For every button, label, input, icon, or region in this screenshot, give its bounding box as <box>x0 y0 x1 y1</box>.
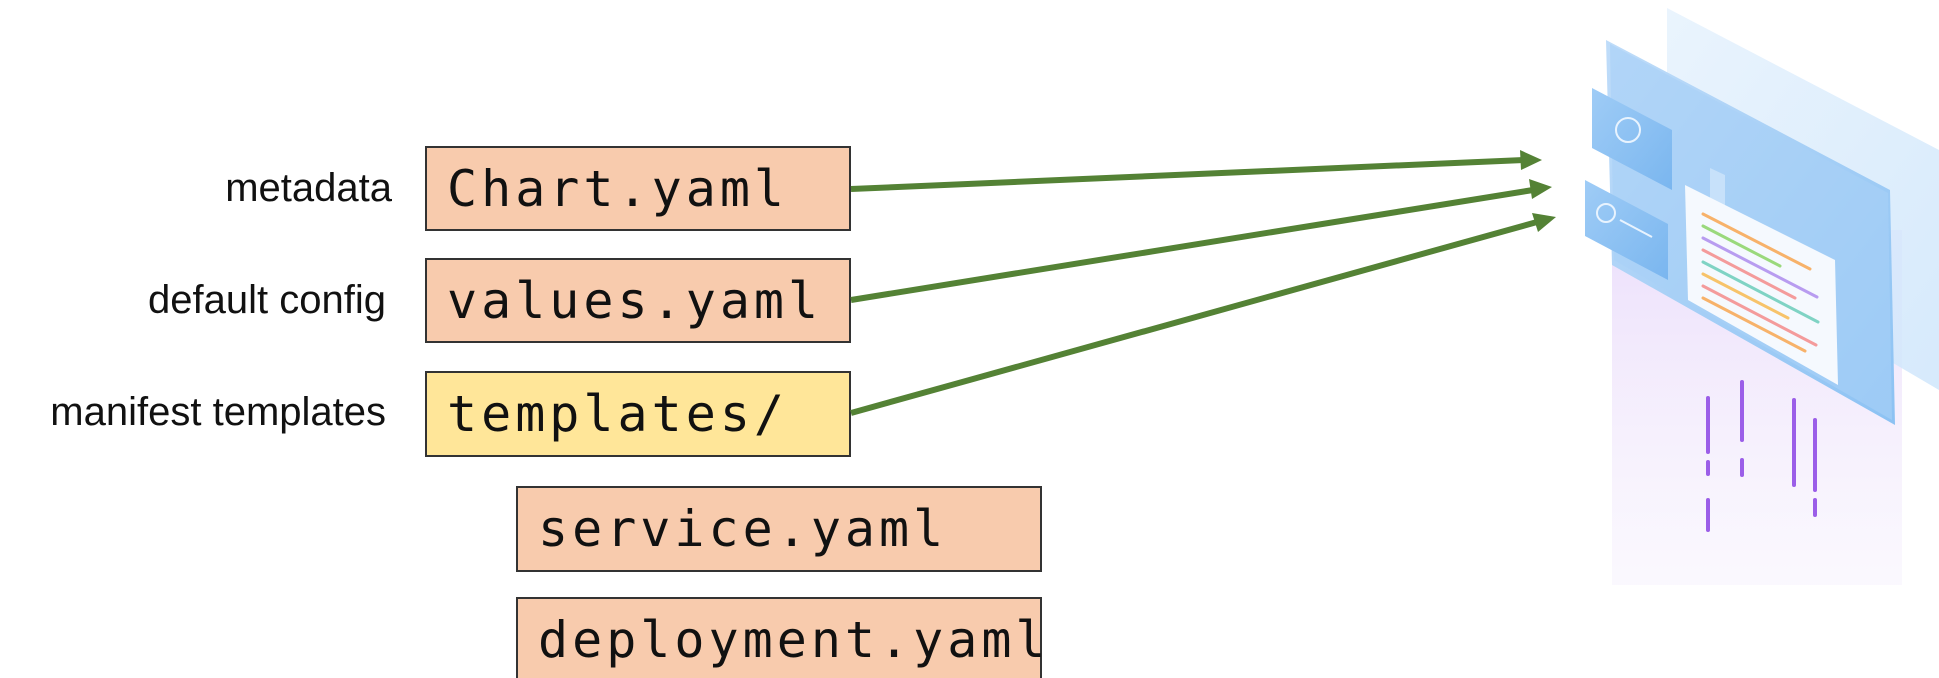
service-yaml-box: service.yaml <box>516 486 1042 572</box>
helm-chart-package-illustration-icon <box>1585 8 1939 585</box>
arrow-templates-folder <box>850 213 1556 416</box>
chart-yaml-box: Chart.yaml <box>425 146 851 231</box>
templates-folder-box: templates/ <box>425 371 851 457</box>
deployment-yaml-box: deployment.yaml <box>516 597 1046 678</box>
manifest-templates-label: manifest templates <box>50 390 386 434</box>
arrow-values-yaml <box>850 179 1552 303</box>
default-config-label: default config <box>148 278 386 322</box>
values-yaml-box: values.yaml <box>425 258 851 343</box>
metadata-label: metadata <box>225 166 392 210</box>
arrow-chart-yaml <box>850 150 1542 192</box>
